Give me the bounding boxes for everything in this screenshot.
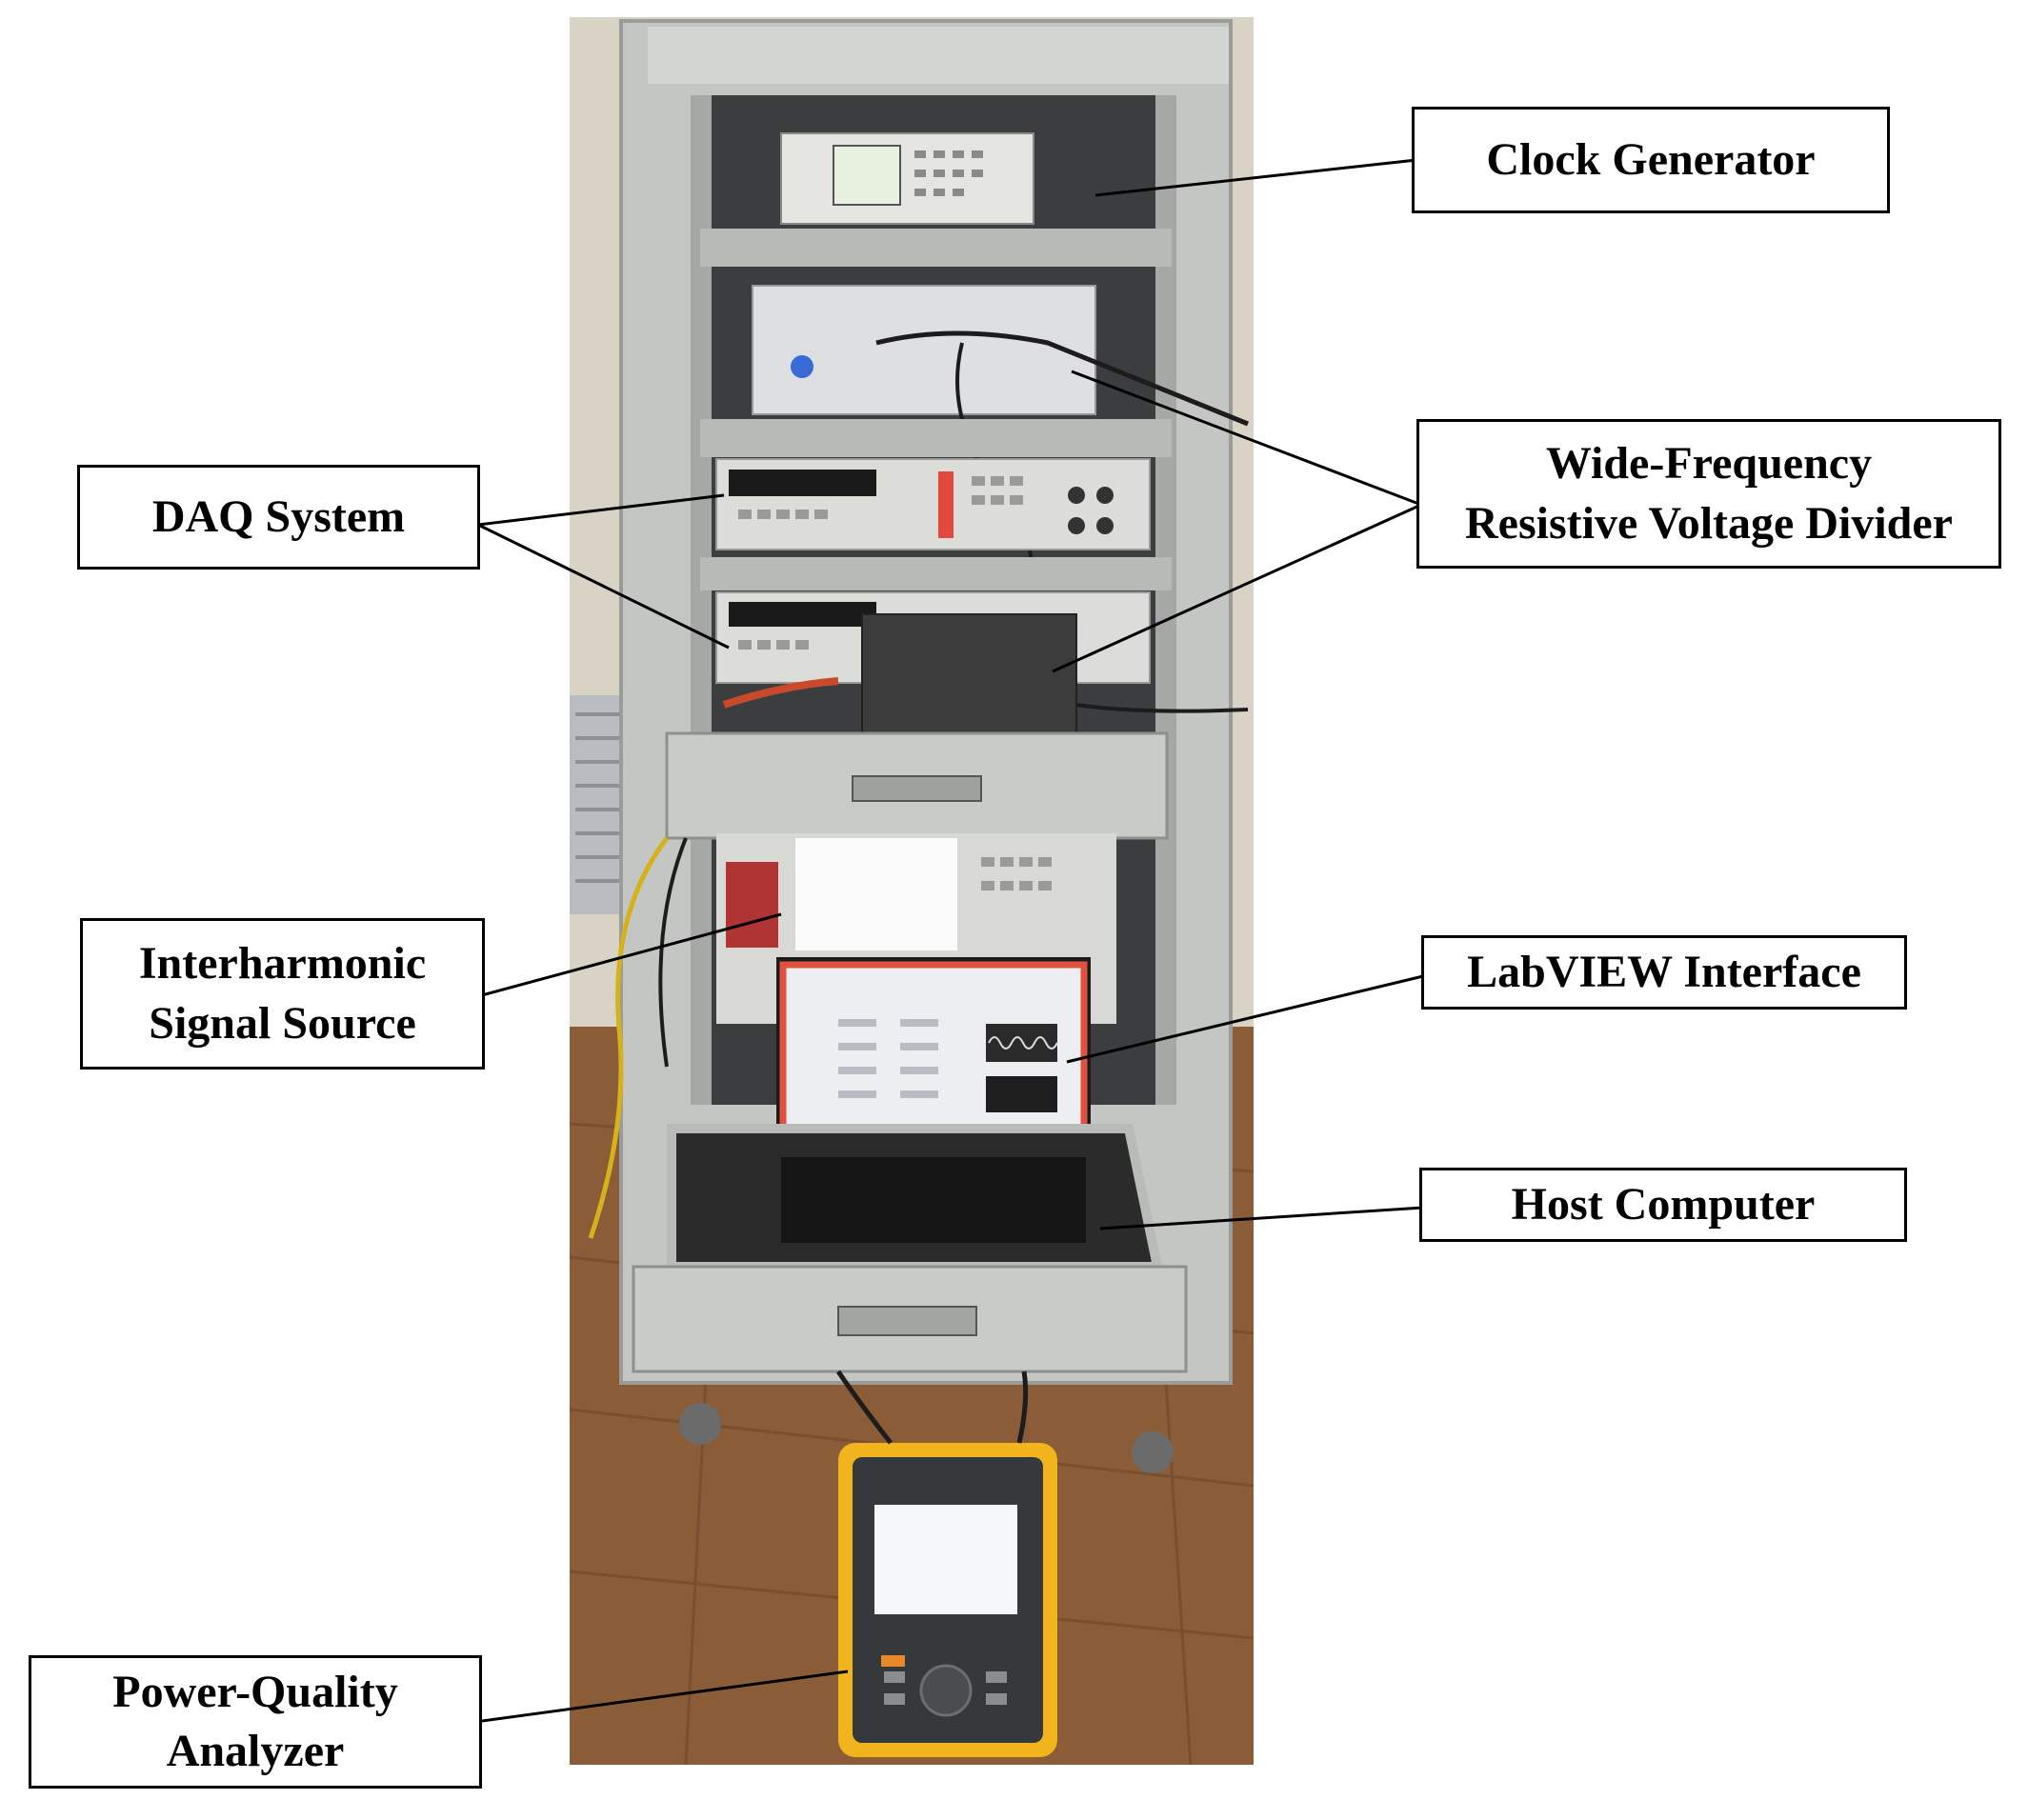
laptop-keyboard xyxy=(781,1157,1086,1243)
shelf-2 xyxy=(700,419,1172,457)
signal-source-screen xyxy=(795,838,957,950)
label-interharmonic-source-line1: Interharmonic xyxy=(138,938,427,990)
pq-analyzer-dpad xyxy=(919,1664,973,1717)
caster-left xyxy=(679,1403,721,1445)
clock-generator-unit xyxy=(780,132,1034,225)
label-pq-analyzer-line2: Analyzer xyxy=(166,1726,345,1776)
pq-analyzer-screen xyxy=(874,1505,1017,1614)
caster-right xyxy=(1132,1431,1174,1473)
label-daq-system-line1: DAQ System xyxy=(151,490,406,542)
shelf-1 xyxy=(700,229,1172,267)
label-interharmonic-source: Interharmonic Signal Source xyxy=(80,918,485,1070)
label-clock-generator: Clock Generator xyxy=(1412,107,1890,213)
label-interharmonic-source-line2: Signal Source xyxy=(149,997,416,1049)
leader-daq-lower xyxy=(477,523,730,650)
label-labview-interface-line1: LabVIEW Interface xyxy=(1467,946,1861,997)
label-host-computer-line1: Host Computer xyxy=(1511,1178,1816,1230)
shelf-3 xyxy=(700,557,1172,590)
label-daq-system: DAQ System xyxy=(77,465,480,570)
rail-right xyxy=(1155,95,1176,1105)
voltage-divider-chassis xyxy=(752,285,1096,415)
leader-pq-analyzer xyxy=(481,1670,849,1723)
leader-signal-source xyxy=(481,912,782,997)
leader-clock-generator xyxy=(1094,158,1417,197)
label-pq-analyzer-line1: Power-Quality xyxy=(112,1666,398,1717)
wall-vent xyxy=(570,695,622,914)
upper-drawer-handle xyxy=(852,775,982,802)
lower-drawer-handle xyxy=(837,1306,977,1336)
labview-spectrum-chart xyxy=(986,1076,1057,1112)
divider-cable xyxy=(875,330,1249,427)
leader-labview xyxy=(1066,974,1424,1064)
label-host-computer: Host Computer xyxy=(1419,1168,1907,1242)
leader-divider-block xyxy=(1052,503,1422,673)
leader-daq-upper xyxy=(477,493,725,527)
label-wide-frequency-divider: Wide-Frequency Resistive Voltage Divider xyxy=(1416,419,2001,569)
daq-upper-display xyxy=(729,470,876,496)
clock-generator-screen xyxy=(833,145,901,206)
label-labview-interface: LabVIEW Interface xyxy=(1421,935,1907,1010)
cabinet-top xyxy=(648,27,1229,84)
label-pq-analyzer: Power-Quality Analyzer xyxy=(29,1655,482,1789)
label-clock-generator-line1: Clock Generator xyxy=(1486,133,1816,185)
divider-block xyxy=(861,613,1077,734)
power-indicator xyxy=(791,355,813,378)
label-wide-frequency-divider-line1: Wide-Frequency xyxy=(1545,438,1873,490)
leader-divider-chassis xyxy=(1071,370,1422,507)
leader-host-computer xyxy=(1099,1206,1424,1230)
rail-left xyxy=(691,95,712,1105)
label-wide-frequency-divider-line2: Resistive Voltage Divider xyxy=(1465,497,1953,549)
